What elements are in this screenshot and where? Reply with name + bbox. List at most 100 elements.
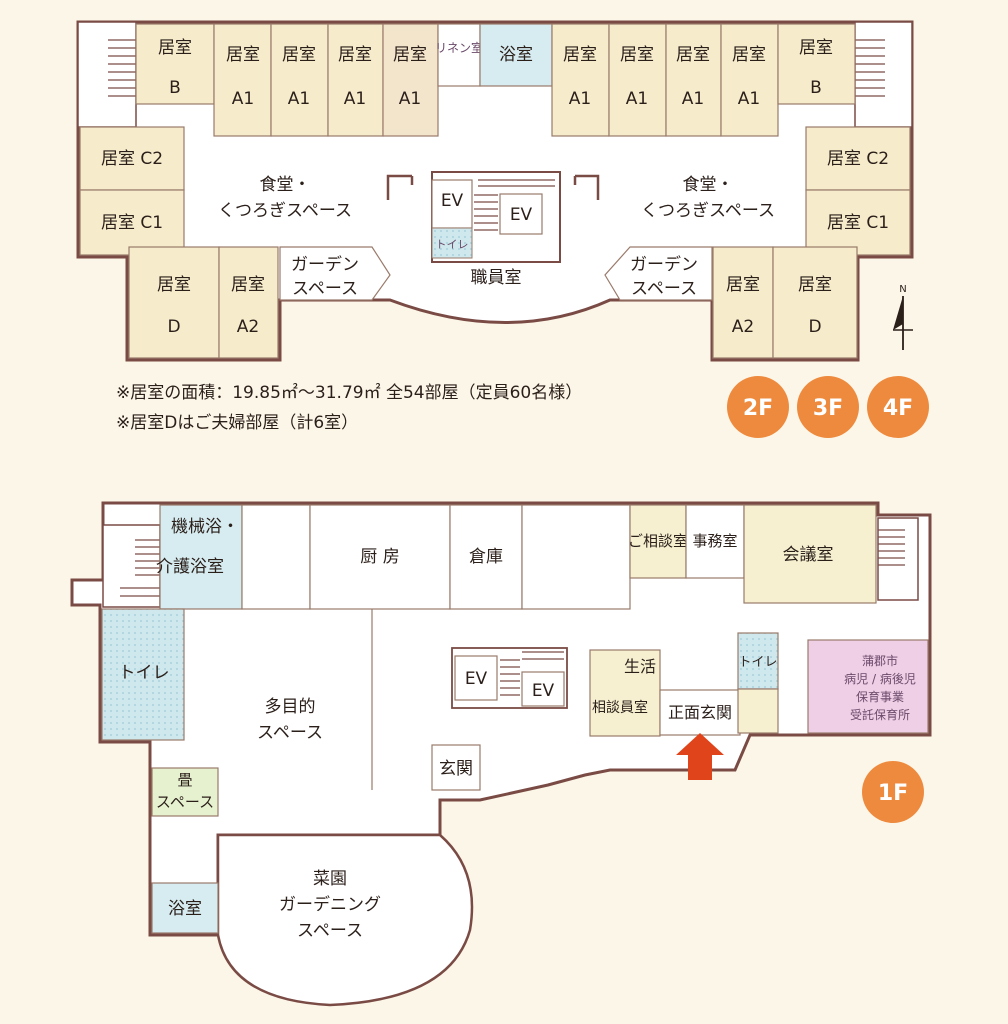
room-a1-left-group [213,23,439,137]
garden-right-label-1: ガーデン [630,254,698,275]
life-consultation-label-2: 相談員室 [592,699,648,716]
room-a1-right-4-type: A1 [738,89,760,109]
dining-right-label-2: くつろぎスペース [641,201,775,221]
floor-badge-1f: 1F [862,761,924,823]
side-entrance-label: 玄関 [439,759,473,779]
upper-left-stairs [77,21,137,128]
garden-right-label-2: スペース [631,279,697,299]
first-ev-2 [521,671,565,707]
floor-badge-4f: 4F [867,376,929,438]
room-a2-left-label: 居室 [231,275,265,295]
svg-text:N: N [899,284,906,295]
room-d-right [772,246,858,359]
office-room [685,504,745,579]
upper-ev-2 [499,193,543,235]
first-ev-2-label: EV [532,681,555,701]
upper-note-1: ※居室の面積：19.85㎡〜31.79㎡ 全54部屋（定員60名様） [116,383,582,403]
office-room-label: 事務室 [692,532,737,550]
room-a2-right-type: A2 [732,317,754,337]
room-c2-right-label: 居室 C2 [827,149,889,169]
garden-left-label-2: スペース [292,279,358,299]
first-bath [151,882,219,934]
machine-bath-label-1: 機械浴・ [171,517,239,537]
room-a1-left-3 [327,23,384,137]
garden-space-left [279,246,391,301]
core-right-wall [573,174,600,200]
room-c1-right-label: 居室 C1 [827,213,889,233]
machine-bath-label-2: 介護浴室 [156,557,224,577]
room-d-left-type: D [167,317,180,337]
room-d-right-label: 居室 [798,275,832,295]
floor-badge-2f: 2F [727,376,789,438]
main-entrance [659,689,741,736]
main-entrance-label: 正面玄関 [668,703,732,722]
upper-ev-1-label: EV [441,191,464,211]
room-a1-left-3-label: 居室 [338,45,372,65]
life-consultation-room [589,649,661,737]
upper-ev-2-label: EV [510,205,533,225]
upper-toilet-label: トイレ [436,238,469,251]
room-a1-right-3-label: 居室 [676,45,710,65]
upper-ev-1 [431,179,473,229]
staff-room-label: 職員室 [471,268,522,288]
toilet-annex [737,688,779,734]
upper-toilet [431,227,473,259]
dining-left-label-2: くつろぎスペース [218,201,352,221]
nursery-label-2: 病児 / 病後児 [844,671,916,686]
room-d-left-label: 居室 [157,275,191,295]
upper-bath-label: 浴室 [499,45,533,65]
first-center-stairs [500,651,564,696]
room-c2-left [79,126,185,191]
svg-text:1F: 1F [878,781,908,806]
multipurpose-label-2: スペース [257,723,323,743]
room-a1-right-1 [551,23,610,137]
garden-area [216,833,474,1007]
room-a1-right-1-label: 居室 [563,45,597,65]
garden-label-2: ガーデニング [279,894,381,915]
kitchen-annex [241,504,311,610]
first-bath-label: 浴室 [168,899,202,919]
multipurpose-label-1: 多目的 [265,697,316,717]
floor-badge-3f: 3F [797,376,859,438]
room-a1-right-4 [720,23,779,137]
linen-room-label: リネン室 [435,40,483,55]
garden-space-right [604,246,713,301]
tatami-space [151,767,219,817]
upper-center-stairs [474,179,555,231]
room-b-right [777,23,856,105]
dining-right-label-1: 食堂・ [683,175,734,195]
room-b-left [135,23,215,105]
consultation-room [629,504,687,579]
meeting-room [743,504,877,604]
room-a1-left-4-label: 居室 [393,45,427,65]
room-a1-right-4-label: 居室 [732,45,766,65]
room-b-left-type: B [169,78,181,98]
nursery-room [807,639,929,734]
room-a1-left-4-type: A1 [399,89,421,109]
first-ev-1-label: EV [465,669,488,689]
toilet-large [101,608,185,741]
svg-text:2F: 2F [743,396,773,421]
room-a1-right-2-type: A1 [626,89,648,109]
nursery-label-4: 受託保育所 [850,707,910,722]
room-a2-right [712,246,774,359]
room-a2-left [218,246,279,359]
room-a1-right-2-label: 居室 [620,45,654,65]
room-c2-right [805,126,911,191]
upper-floor-plan: 居室 B 居室 A1 居室 A1 居室 A1 居室 A1 リネン室 浴室 居室 … [76,20,929,438]
garden-left-label-1: ガーデン [291,254,359,275]
tatami-label-2: スペース [156,793,214,811]
kitchen-label: 厨 房 [360,547,399,567]
room-a1-right-3 [665,23,722,137]
room-a1-right-1-type: A1 [569,89,591,109]
room-a1-left-2-label: 居室 [282,45,316,65]
room-b-right-type: B [810,78,822,98]
room-b-left-label: 居室 [158,38,192,58]
toilet-small-label: トイレ [738,655,777,670]
room-a1-right-3-type: A1 [682,89,704,109]
svg-text:4F: 4F [883,396,913,421]
core-left-wall [386,174,414,200]
room-a1-right-2 [608,23,667,137]
upper-note-2: ※居室Dはご夫婦部屋（計6室） [116,413,358,433]
